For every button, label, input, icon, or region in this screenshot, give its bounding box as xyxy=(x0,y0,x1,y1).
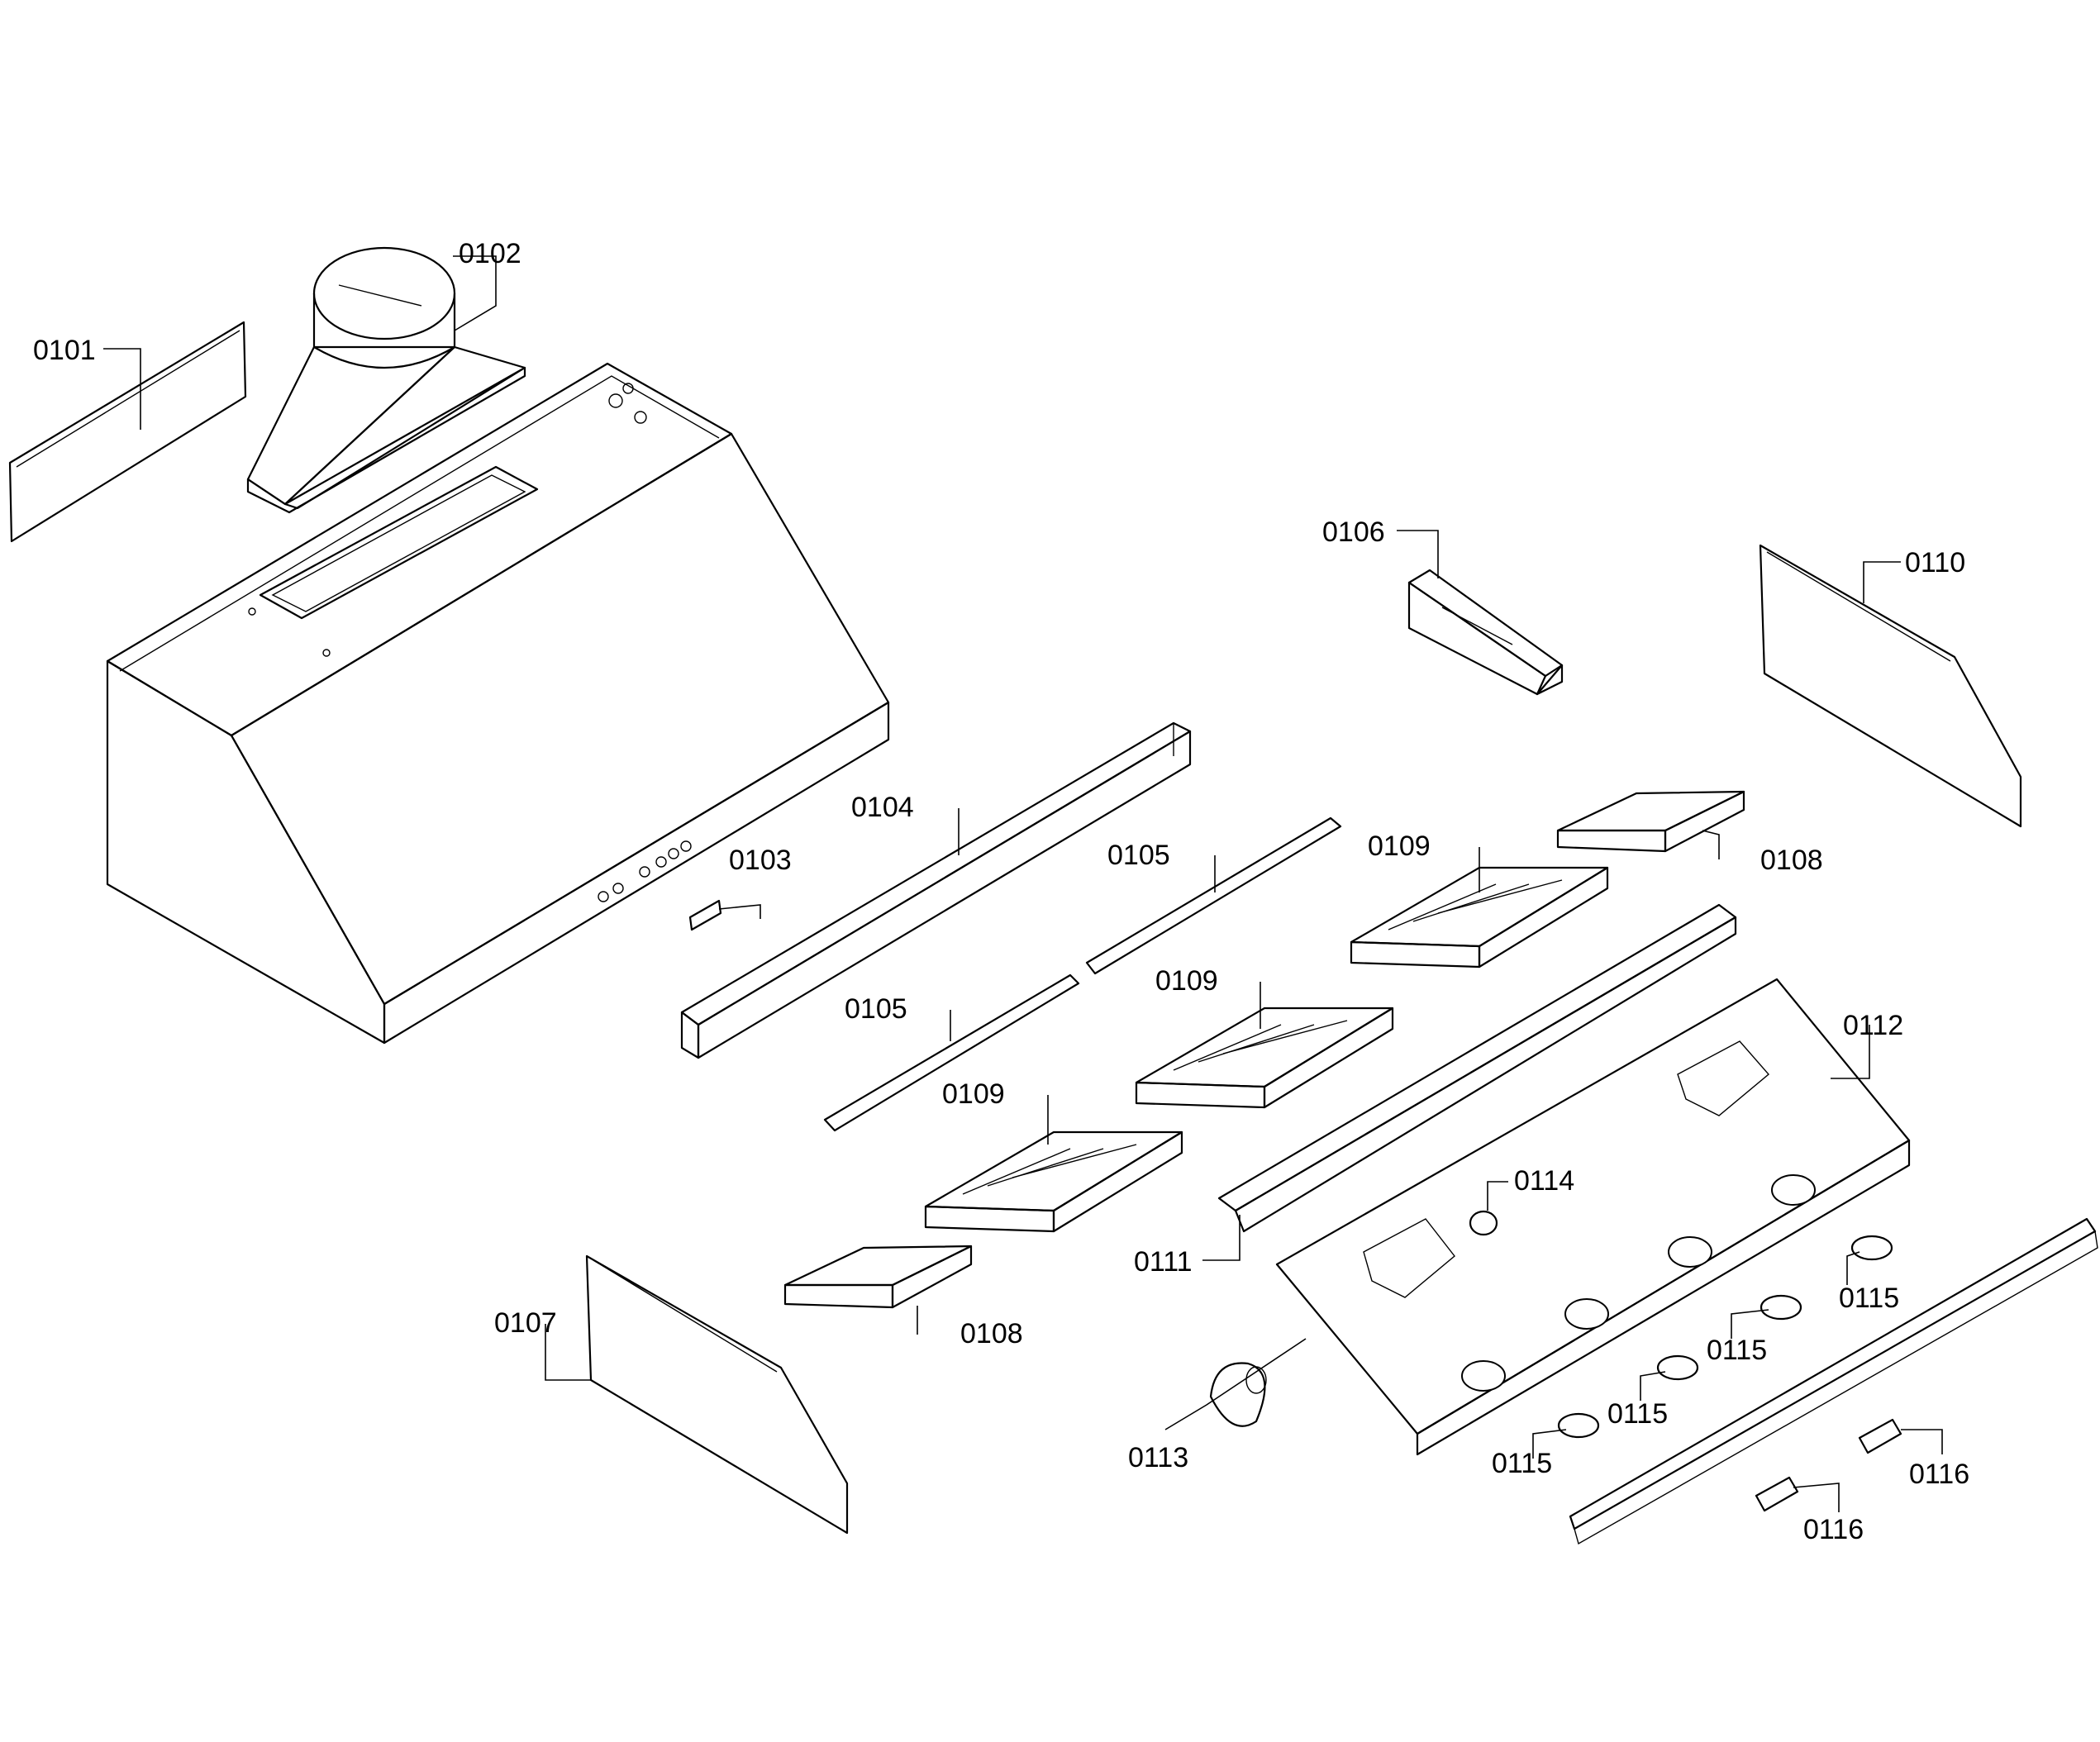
part-0112-bottom-panel xyxy=(1275,978,1911,1456)
part-0107-side-panel xyxy=(585,1254,849,1535)
part-0109-filter-c xyxy=(924,1130,1183,1233)
label-0109-b: 0109 xyxy=(1155,965,1218,997)
part-0106-bracket xyxy=(1407,569,1564,696)
label-0115-d: 0115 xyxy=(1492,1448,1552,1479)
part-0115-clip-d xyxy=(1557,1412,1600,1439)
part-0116-bracket-a xyxy=(1858,1418,1902,1454)
part-0116-bracket-b xyxy=(1755,1476,1799,1512)
label-0108-lower: 0108 xyxy=(960,1318,1023,1349)
part-0111-rail xyxy=(1217,903,1737,1233)
part-0113-lamp xyxy=(1209,1362,1267,1427)
part-0109-filter-a xyxy=(1350,866,1609,969)
label-0108-upper: 0108 xyxy=(1760,845,1823,876)
part-0114-knob xyxy=(1469,1210,1498,1236)
leader-lines xyxy=(103,255,1943,1512)
label-0116-b: 0116 xyxy=(1803,1514,1864,1545)
part-0105-strip-upper xyxy=(1085,816,1342,975)
label-0107: 0107 xyxy=(494,1307,557,1339)
part-0108-tray-upper xyxy=(1556,790,1745,853)
part-trim-strip xyxy=(1569,1217,2098,1545)
label-0101: 0101 xyxy=(33,335,96,366)
part-0115-clip-a xyxy=(1850,1235,1893,1261)
label-0104: 0104 xyxy=(851,792,914,823)
label-0109-c: 0109 xyxy=(942,1078,1005,1110)
part-0109-filter-b xyxy=(1135,1007,1394,1109)
label-0116-a: 0116 xyxy=(1909,1459,1969,1490)
label-0105-lower: 0105 xyxy=(845,993,907,1025)
label-0109-a: 0109 xyxy=(1368,831,1431,862)
label-0105-upper: 0105 xyxy=(1107,840,1170,871)
part-0103-switch xyxy=(688,899,722,931)
label-0114: 0114 xyxy=(1514,1165,1574,1197)
part-0108-tray-lower xyxy=(783,1245,973,1309)
part-labels: 0101 0102 0103 0104 0105 0105 0106 0107 … xyxy=(33,238,1969,1545)
part-0104-channel xyxy=(680,721,1192,1059)
label-0102: 0102 xyxy=(459,238,521,269)
label-0112: 0112 xyxy=(1843,1010,1903,1041)
part-0115-clip-c xyxy=(1656,1354,1699,1381)
label-0111: 0111 xyxy=(1134,1246,1193,1278)
label-0106: 0106 xyxy=(1322,516,1385,548)
label-0110: 0110 xyxy=(1905,547,1965,578)
label-0113: 0113 xyxy=(1128,1442,1188,1473)
part-0102-duct-transition xyxy=(246,246,526,514)
label-0115-a: 0115 xyxy=(1839,1283,1899,1314)
label-0103: 0103 xyxy=(729,845,792,876)
label-0115-c: 0115 xyxy=(1607,1398,1668,1430)
part-0110-side-panel xyxy=(1759,544,2022,828)
part-0105-strip-lower xyxy=(823,973,1080,1132)
label-0115-b: 0115 xyxy=(1707,1335,1767,1366)
part-0101-back-plate xyxy=(8,321,247,543)
hood-body xyxy=(106,362,890,1045)
part-0115-clip-b xyxy=(1760,1294,1802,1321)
